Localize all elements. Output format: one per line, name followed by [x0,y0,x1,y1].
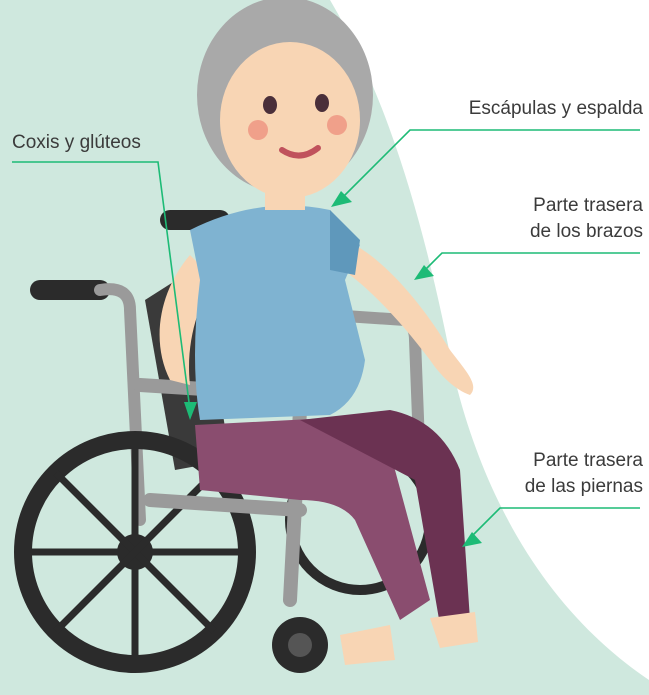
pants-far-leg [300,410,470,625]
frame-backrest [94,283,146,526]
leader-escapulas [331,129,640,207]
right-arm [345,240,474,395]
leader-piernas [462,507,640,547]
label-piernas-line1: Parte trasera [533,450,643,471]
label-coxis: Coxis y glúteos [12,132,141,153]
far-foot [430,612,478,648]
arrow-brazos-icon [414,265,434,280]
pants-near-leg [195,418,430,620]
shirt [190,205,365,420]
leader-coxis [12,161,197,420]
label-piernas-line2: de las piernas [524,476,643,497]
leader-brazos [414,252,640,280]
front-caster [272,617,328,673]
shirt-sleeve [330,210,360,275]
label-escapulas: Escápulas y espalda [468,98,643,119]
push-handle-front [30,280,110,300]
arrow-escapulas-icon [331,191,352,207]
arrow-piernas-icon [462,532,482,547]
near-foot [340,625,395,665]
label-brazos-line2: de los brazos [529,221,643,242]
label-brazos-line1: Parte trasera [533,195,643,216]
arrow-coxis-icon [184,402,197,420]
seat-frame [143,493,307,517]
head [197,0,373,198]
